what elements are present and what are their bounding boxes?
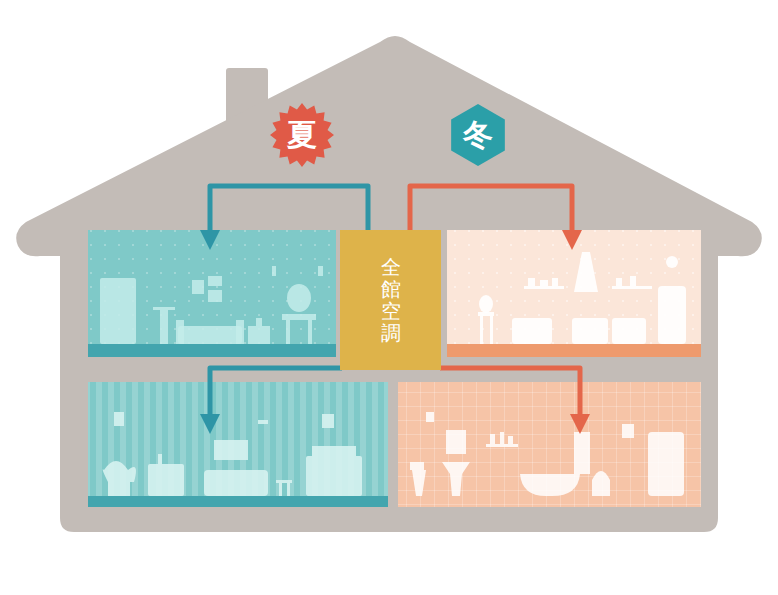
bathroom: [398, 382, 701, 507]
badge-fill: [270, 103, 334, 167]
bedroom: [88, 230, 336, 357]
badge-fill: [451, 104, 505, 166]
house-outline: [16, 36, 762, 532]
summer-airflow: [210, 368, 342, 424]
winter-airflow: [440, 368, 580, 424]
badge-label: 夏: [287, 120, 317, 150]
vertical-label: 全館空調: [381, 256, 401, 344]
badge-label: 冬: [463, 120, 493, 150]
kitchen: [447, 230, 701, 357]
hvac-unit-box: 全館空調: [340, 230, 441, 370]
airflow-arrows: [210, 186, 580, 424]
living-room: [88, 382, 388, 507]
season-badge: 冬: [448, 103, 508, 167]
season-badge: 夏: [270, 103, 334, 167]
